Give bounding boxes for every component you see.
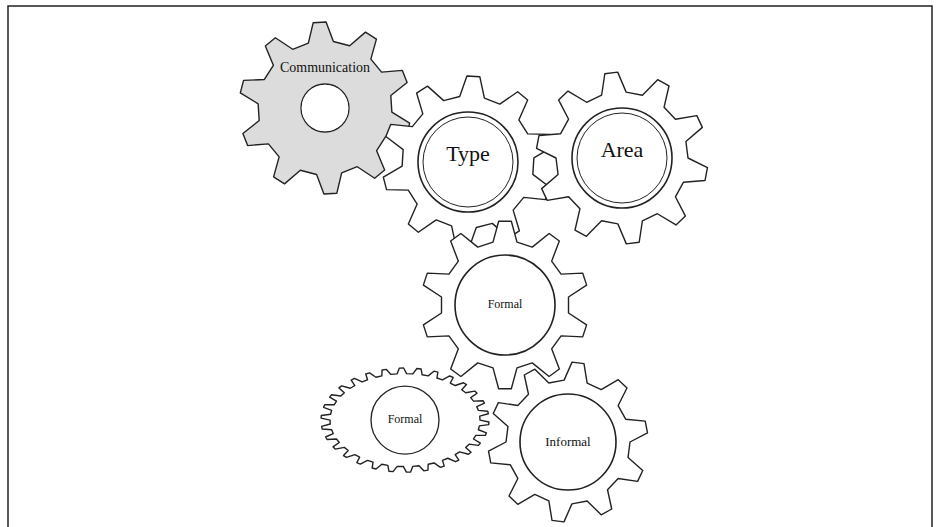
gear-hub-ring [577,113,667,203]
gear-node: Area [533,69,711,247]
gear-hub-ring [572,108,672,208]
gear-outline [236,19,414,197]
gear-teeth [423,221,586,389]
gear-node: Informal [485,359,651,525]
gear-hub-ring [371,386,439,454]
gear-node: Formal [418,218,592,392]
gear-hole [302,85,349,132]
gear-hub-ring [301,84,349,132]
frame-border [8,6,932,527]
gear-teeth [240,22,409,194]
gear-label-group: Formal [488,298,523,311]
gear-teeth [383,76,552,248]
gear-node: Formal [318,365,492,475]
gear-label-group: Type [446,142,490,166]
gear-label-group: Informal [545,435,590,449]
gear-node: Type [379,73,557,251]
gear-label: Area [601,138,644,162]
gear-label: Type [446,142,490,166]
gear-label-group: Communication [280,60,370,75]
gear-hub-ring [423,117,513,207]
gear-label: Informal [545,435,590,449]
gear-hub-ring [520,394,616,490]
gear-label-group: Area [601,138,644,162]
gear-teeth [489,362,648,522]
gear-teeth [321,368,489,472]
gear-hub-ring [418,112,518,212]
gear-teeth [537,72,708,244]
gear-label: Formal [388,413,423,426]
gear-node: Communication [236,19,414,197]
gear-hub-ring [455,255,555,355]
gear-label: Communication [280,60,370,75]
gear-label: Formal [488,298,523,311]
gear-label-group: Formal [388,413,423,426]
